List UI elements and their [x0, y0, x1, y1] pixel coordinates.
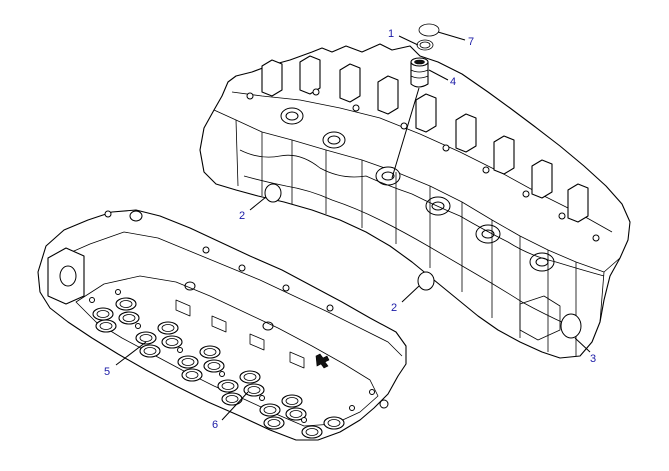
- valve-seats: [92, 297, 345, 439]
- callout-6: 6: [212, 419, 218, 431]
- side-port-2b: [417, 271, 435, 291]
- side-port-2a: [264, 183, 282, 203]
- callout-labels: 1 2 2 3 4 5 6 7: [104, 28, 596, 431]
- cylinder-head-upper: [199, 43, 631, 359]
- rocker-pedestals: [261, 55, 589, 223]
- callout-2-lower: 2: [391, 302, 397, 314]
- rim-holes: [104, 210, 389, 409]
- cylinder-head-lower-body: [37, 209, 407, 441]
- callout-2-upper: 2: [239, 210, 245, 222]
- deck-bolt-holes: [246, 88, 600, 242]
- o-ring-7: [418, 23, 440, 37]
- injector-sleeve-assembly: [391, 23, 440, 179]
- callout-5: 5: [104, 366, 110, 378]
- end-port-3: [560, 313, 582, 339]
- callout-7: 7: [468, 36, 474, 48]
- cylinder-head-lower: [37, 209, 407, 441]
- callout-1: 1: [388, 28, 394, 40]
- callout-3: 3: [590, 353, 596, 365]
- side-face-ribs: [239, 132, 605, 356]
- coolant-holes: [89, 289, 375, 423]
- leader-lines: [115, 31, 591, 421]
- callout-4: 4: [450, 76, 456, 88]
- injector-sleeve-4: [410, 57, 429, 88]
- gallery-slots: [175, 299, 330, 369]
- seal-ring-1: [416, 39, 434, 51]
